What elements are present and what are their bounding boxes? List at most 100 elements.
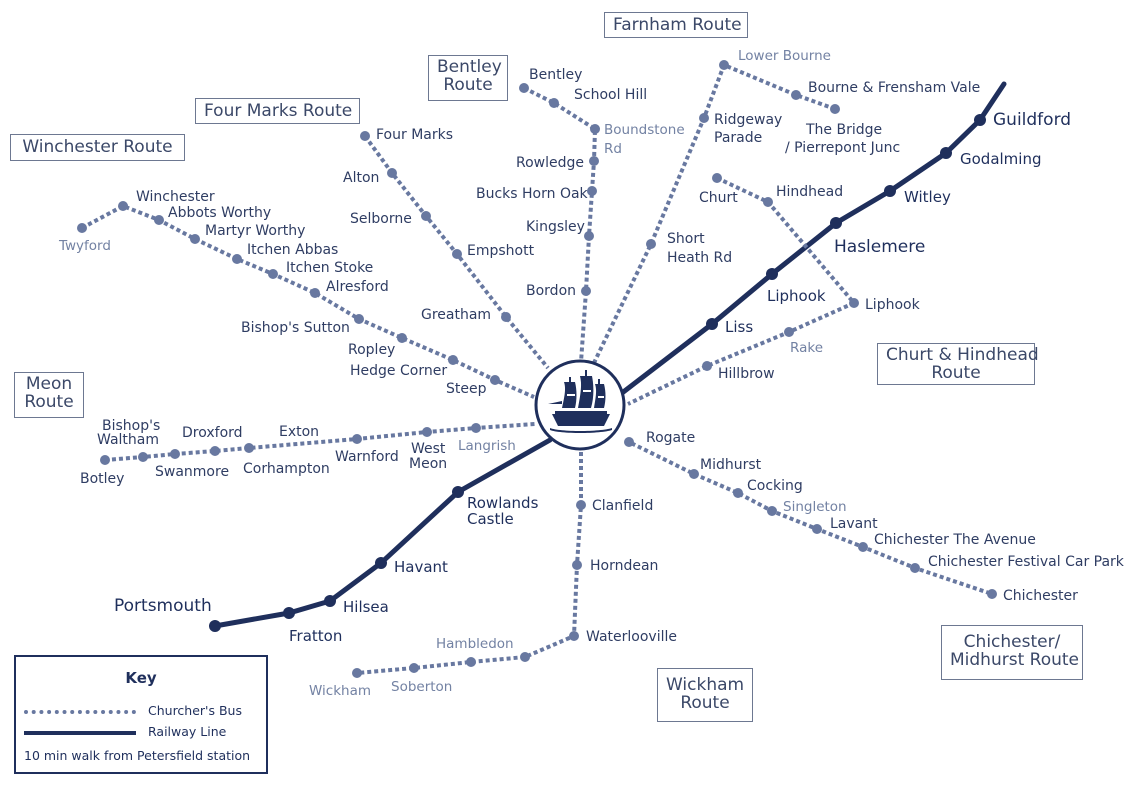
stop-dot (910, 563, 920, 573)
stop-dot (397, 333, 407, 343)
stop-label: Rd (604, 141, 622, 157)
stop-label: / Pierrepont Junc (785, 140, 900, 156)
stop-label: Winchester (136, 189, 215, 205)
railway-line (212, 81, 1007, 629)
stop-label: Chichester Festival Car Park (928, 554, 1125, 570)
ship-icon (548, 370, 612, 433)
stop-label: Bishop's Sutton (241, 320, 350, 336)
station-label: Guildford (993, 110, 1071, 130)
stop-dot (118, 201, 128, 211)
stop-dot (767, 506, 777, 516)
bus-stop-dots (77, 60, 997, 678)
stop-label: Bucks Horn Oak (476, 186, 589, 202)
stop-label: Lavant (830, 516, 878, 532)
route-label: Wickham (666, 675, 745, 695)
station-label: Rowlands (467, 494, 539, 512)
stop-dot (360, 131, 370, 141)
stop-dot (784, 327, 794, 337)
key-walk-note: 10 min walk from Petersfield station (24, 748, 251, 763)
rail-station-dots (209, 114, 986, 632)
stop-dot (100, 455, 110, 465)
stop-label: Bishop's (102, 418, 160, 434)
stop-label: School Hill (574, 87, 647, 103)
station-label: Liphook (767, 287, 826, 305)
stop-label: Alresford (326, 279, 389, 295)
bus-routes (81, 62, 993, 675)
stop-dot (448, 355, 458, 365)
stop-dot (387, 168, 397, 178)
stop-label: The Bridge (805, 122, 882, 138)
stop-label: Steep (446, 381, 487, 397)
churt-hindhead-route-line (627, 176, 858, 406)
station-dot (375, 557, 387, 569)
stop-label: Hedge Corner (350, 363, 447, 379)
stop-dot (244, 443, 254, 453)
key-bus-label: Churcher's Bus (148, 703, 242, 718)
station-dot (209, 620, 221, 632)
stop-label: Alton (343, 170, 379, 186)
station-label: Portsmouth (114, 596, 212, 616)
stop-dot (763, 197, 773, 207)
stop-label: Wickham (309, 683, 371, 699)
stop-dot (409, 663, 419, 673)
stop-label: Ropley (348, 342, 395, 358)
petersfield-hub (534, 359, 626, 451)
stop-dot (584, 231, 594, 241)
stop-dot (190, 234, 200, 244)
station-label: Havant (394, 558, 448, 576)
stop-label: Midhurst (700, 457, 762, 473)
stop-label: Selborne (350, 211, 412, 227)
station-dot (706, 318, 718, 330)
stop-dot (310, 288, 320, 298)
stop-label: Abbots Worthy (168, 205, 271, 221)
stop-label: Ridgeway (714, 112, 782, 128)
station-label: Liss (725, 318, 753, 336)
stop-dot (569, 631, 579, 641)
chichester-midhurst-route-box: Chichester/Midhurst Route (941, 625, 1083, 680)
stop-label: Rowledge (516, 155, 584, 171)
stop-label: Droxford (182, 425, 243, 441)
route-label: Four Marks Route (204, 101, 353, 121)
key-title: Key (125, 669, 157, 687)
stop-dot (520, 652, 530, 662)
stop-label: Hindhead (776, 184, 843, 200)
rail-line-swatch (24, 731, 136, 735)
stop-label: Bentley (529, 67, 582, 83)
stop-label: Four Marks (376, 127, 453, 143)
stop-label: Horndean (590, 558, 658, 574)
station-label: Godalming (960, 150, 1042, 168)
stop-dot (170, 449, 180, 459)
stop-dot (624, 437, 634, 447)
stop-label: Swanmore (155, 464, 229, 480)
stop-dot (858, 542, 868, 552)
stop-label: Chichester The Avenue (874, 532, 1036, 548)
stop-label: Kingsley (526, 219, 585, 235)
station-label: Fratton (289, 627, 342, 645)
stop-label: Waltham (97, 432, 159, 448)
stop-dot (268, 269, 278, 279)
stop-label: Corhampton (243, 461, 330, 477)
stop-label: Parade (714, 130, 762, 146)
stop-dot (590, 124, 600, 134)
stop-label: Greatham (421, 307, 491, 323)
chichester-route-line (626, 437, 993, 596)
stop-label: Singleton (783, 499, 847, 515)
farnham-route-line (591, 62, 836, 366)
farnham-route-box: Farnham Route (604, 12, 748, 38)
winchester-route-line (81, 203, 535, 399)
stop-dot (712, 173, 722, 183)
stop-label: West (411, 441, 446, 457)
stop-dot (699, 113, 709, 123)
stop-dot (587, 186, 597, 196)
stop-dot (471, 423, 481, 433)
bus-stop-labels: Lower Bourne Bourne & Frensham Vale The … (58, 48, 1125, 699)
station-dot (974, 114, 986, 126)
rail-station-labels: Guildford Godalming Witley Haslemere Lip… (114, 110, 1071, 645)
four-marks-route-box: Four Marks Route (195, 98, 360, 124)
stop-label: Clanfield (592, 498, 653, 514)
stop-dot (452, 249, 462, 259)
